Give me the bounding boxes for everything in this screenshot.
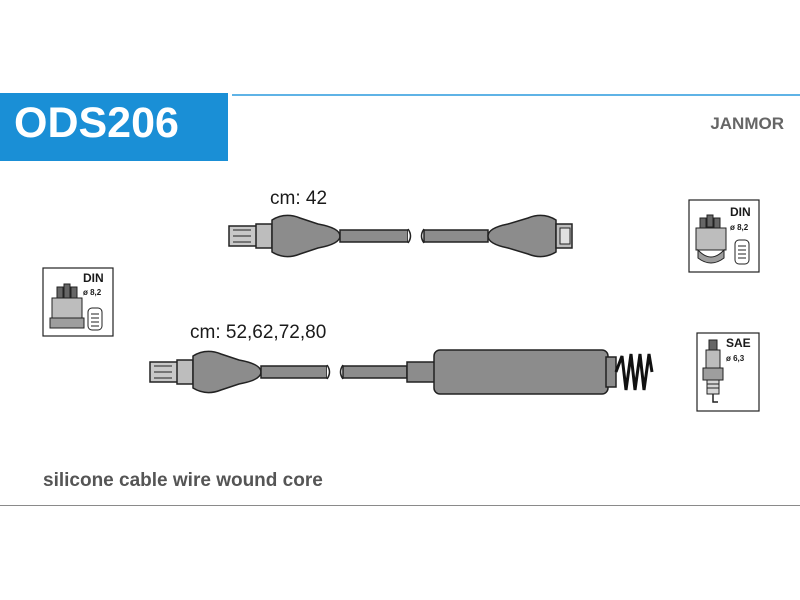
product-code: ODS206 xyxy=(14,99,179,147)
footer-rule xyxy=(0,505,800,506)
cable-description: silicone cable wire wound core xyxy=(43,470,323,491)
distributor-cap-left-icon xyxy=(42,267,114,337)
dist-left-diameter: ø 8,2 xyxy=(83,288,102,297)
cable-1-length: cm: 42 xyxy=(270,188,328,209)
boot-left-icon xyxy=(271,214,341,258)
cable-1 xyxy=(228,214,573,258)
brand-name: JANMOR xyxy=(710,114,784,133)
boot-right-icon xyxy=(487,214,557,258)
distributor-cap-right-icon xyxy=(688,199,760,273)
cable-2 xyxy=(149,349,654,395)
plug-standard: SAE xyxy=(726,336,751,350)
product-code-badge xyxy=(0,93,228,161)
dist-right-diameter: ø 8,2 xyxy=(730,223,749,232)
plug-diameter: ø 6,3 xyxy=(726,354,745,363)
cable-2-length: cm: 52,62,72,80 xyxy=(190,322,327,343)
spark-plug-icon xyxy=(696,332,760,412)
dist-left-standard: DIN xyxy=(83,271,104,285)
spring-icon xyxy=(614,353,654,391)
header-rule xyxy=(232,94,800,96)
dist-right-standard: DIN xyxy=(730,205,751,219)
suppressor-boot-icon xyxy=(433,349,609,395)
boot-left-icon xyxy=(192,350,262,394)
